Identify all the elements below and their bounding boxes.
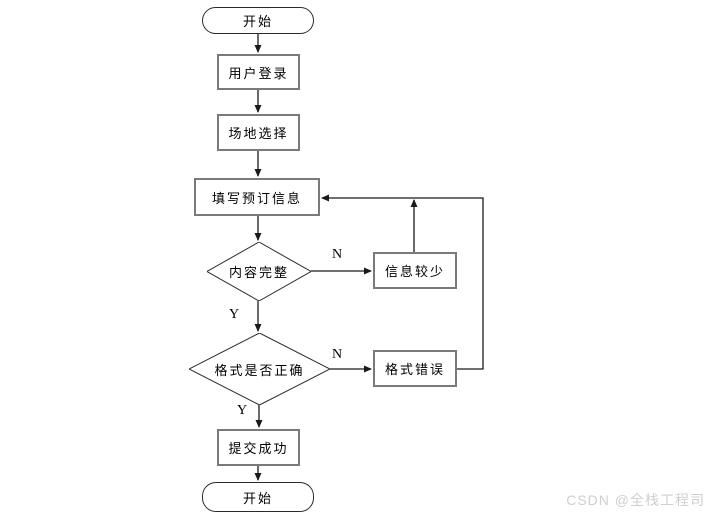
diamond-shape xyxy=(207,242,311,301)
node-info-insufficient: 信息较少 xyxy=(373,252,457,289)
watermark: CSDN @全栈工程司 xyxy=(566,492,705,508)
edge-label-format-correct-no: N xyxy=(332,347,343,362)
diamond-shape xyxy=(189,333,330,405)
node-content-complete-label: 内容完整 xyxy=(228,265,289,280)
node-user-login-label: 用户登录 xyxy=(228,65,289,81)
node-format-correct-label: 格式是否正确 xyxy=(214,362,305,378)
node-submit-success: 提交成功 xyxy=(217,429,300,466)
node-fill-booking: 填写预订信息 xyxy=(194,178,320,216)
node-format-error-label: 格式错误 xyxy=(384,362,445,377)
node-end-label: 开始 xyxy=(242,490,273,506)
node-venue-select: 场地选择 xyxy=(217,114,300,151)
node-format-error: 格式错误 xyxy=(373,350,457,387)
edge-label-format-correct-yes: Y xyxy=(237,403,248,418)
node-user-login: 用户登录 xyxy=(217,54,300,90)
node-format-correct: 格式是否正确 xyxy=(189,333,330,405)
node-start: 开始 xyxy=(202,7,314,34)
node-venue-select-label: 场地选择 xyxy=(228,126,289,141)
node-content-complete: 内容完整 xyxy=(207,242,311,301)
edge-label-content-complete-yes: Y xyxy=(229,307,240,322)
node-fill-booking-label: 填写预订信息 xyxy=(211,190,302,206)
node-start-label: 开始 xyxy=(242,14,273,29)
node-submit-success-label: 提交成功 xyxy=(228,441,289,456)
edge-label-content-complete-no: N xyxy=(332,247,343,262)
node-info-insufficient-label: 信息较少 xyxy=(384,264,445,279)
node-end: 开始 xyxy=(202,482,314,512)
edge-error-loop-back xyxy=(321,194,484,370)
